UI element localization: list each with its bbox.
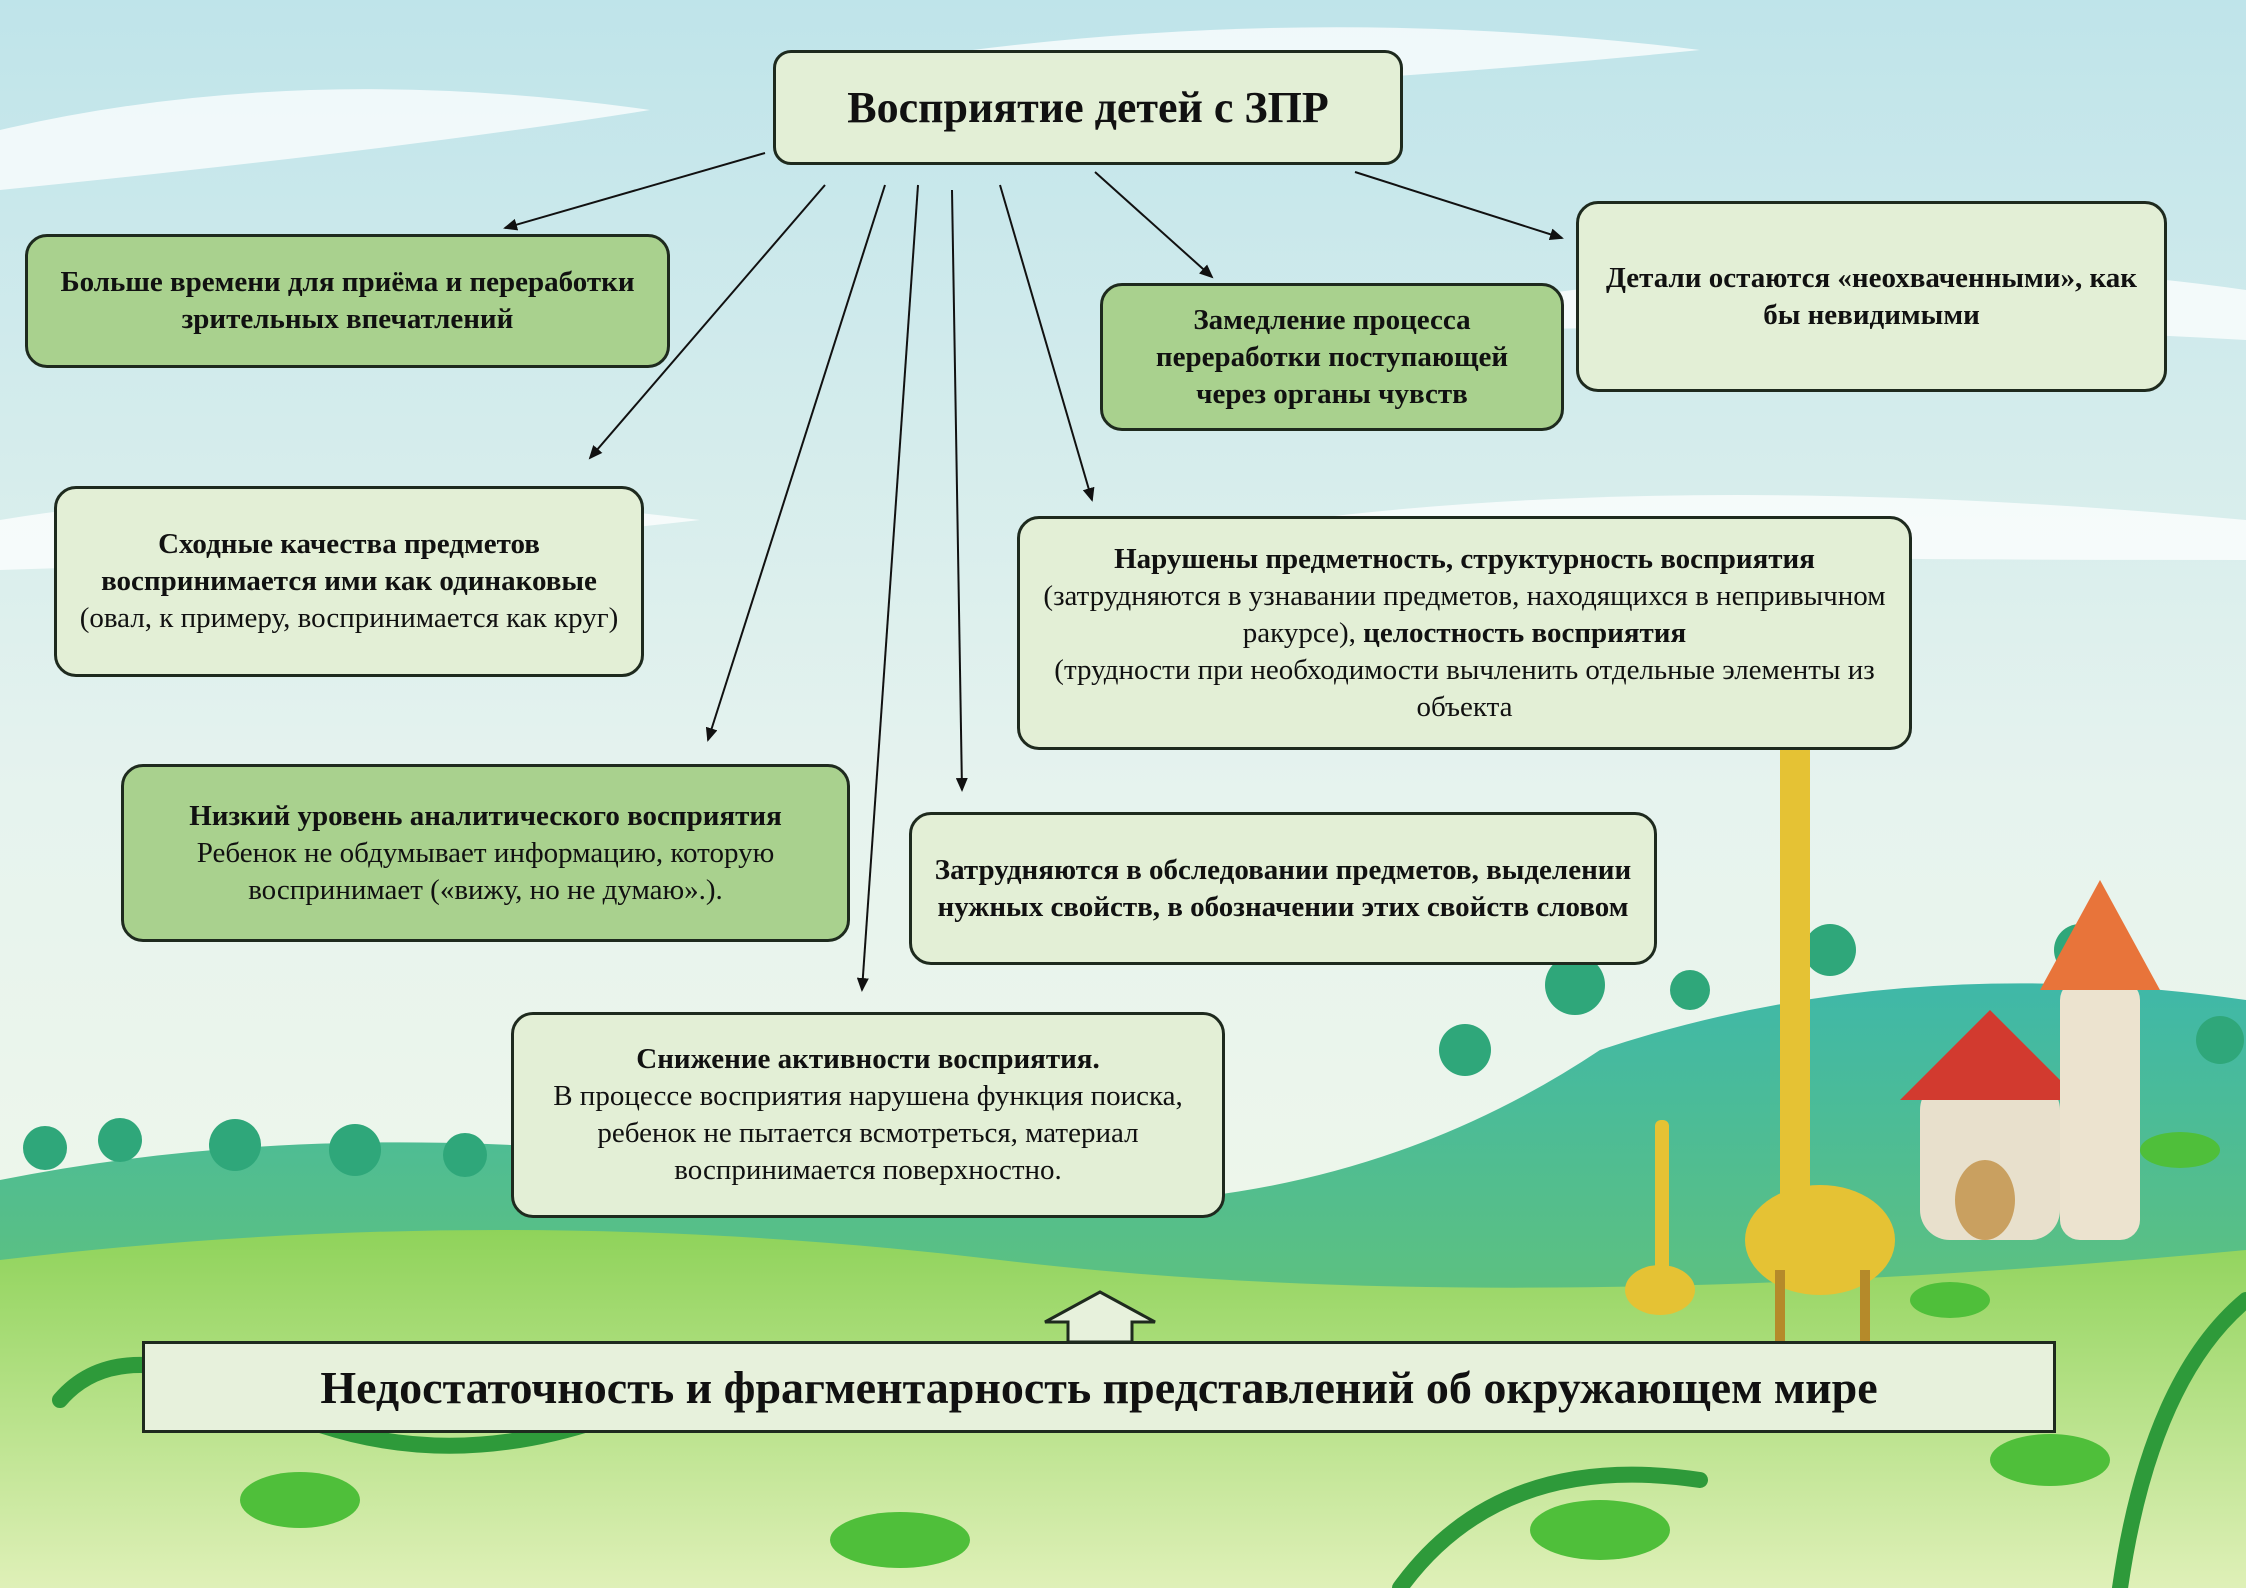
box-analytic-normal: Ребенок не обдумывает информацию, котору… (196, 836, 775, 906)
box-objectivity-normal2: (трудности при необходимости вычленить о… (1054, 653, 1875, 723)
page-title: Восприятие детей с ЗПР (773, 50, 1403, 165)
box-activity-bold: Снижение активности восприятия. (636, 1043, 1100, 1075)
box-analytic-bold: Низкий уровень аналитического восприятия (189, 799, 782, 832)
box-activity-normal: В процессе восприятия нарушена функция п… (553, 1080, 1183, 1186)
conclusion-banner: Недостаточность и фрагментарность предст… (142, 1341, 2056, 1433)
title-text: Восприятие детей с ЗПР (847, 83, 1329, 132)
box-slowdown-text: Замедление процесса переработки поступаю… (1155, 303, 1509, 410)
box-time: Больше времени для приёма и переработки … (25, 234, 670, 368)
box-objectivity-normal1: (затрудняются в узнавании предметов, нах… (1043, 579, 1886, 649)
box-similar: Сходные качества предметов воспринимаетс… (54, 486, 644, 677)
box-examination: Затрудняются в обследовании предметов, в… (909, 812, 1657, 965)
box-similar-normal: (овал, к примеру, воспринимается как кру… (79, 602, 619, 634)
box-slowdown: Замедление процесса переработки поступаю… (1100, 283, 1564, 431)
box-similar-bold: Сходные качества предметов воспринимаетс… (101, 528, 597, 597)
box-objectivity-paragraph: Нарушены предметность, структурность вос… (1038, 541, 1891, 726)
conclusion-text: Недостаточность и фрагментарность предст… (320, 1361, 1878, 1413)
box-details: Детали остаются «неохваченными», как бы … (1576, 201, 2167, 392)
box-similar-paragraph: Сходные качества предметов воспринимаетс… (75, 526, 623, 637)
box-examination-text: Затрудняются в обследовании предметов, в… (934, 853, 1632, 923)
box-objectivity-bold1: Нарушены предметность, структурность вос… (1114, 542, 1815, 575)
box-time-text: Больше времени для приёма и переработки … (60, 266, 635, 335)
box-objectivity-bold2: целостность восприятия (1363, 616, 1687, 649)
box-analytic: Низкий уровень аналитического восприятия… (121, 764, 850, 942)
box-details-text: Детали остаются «неохваченными», как бы … (1605, 261, 2137, 331)
box-objectivity: Нарушены предметность, структурность вос… (1017, 516, 1912, 750)
box-activity: Снижение активности восприятия. В процес… (511, 1012, 1225, 1218)
